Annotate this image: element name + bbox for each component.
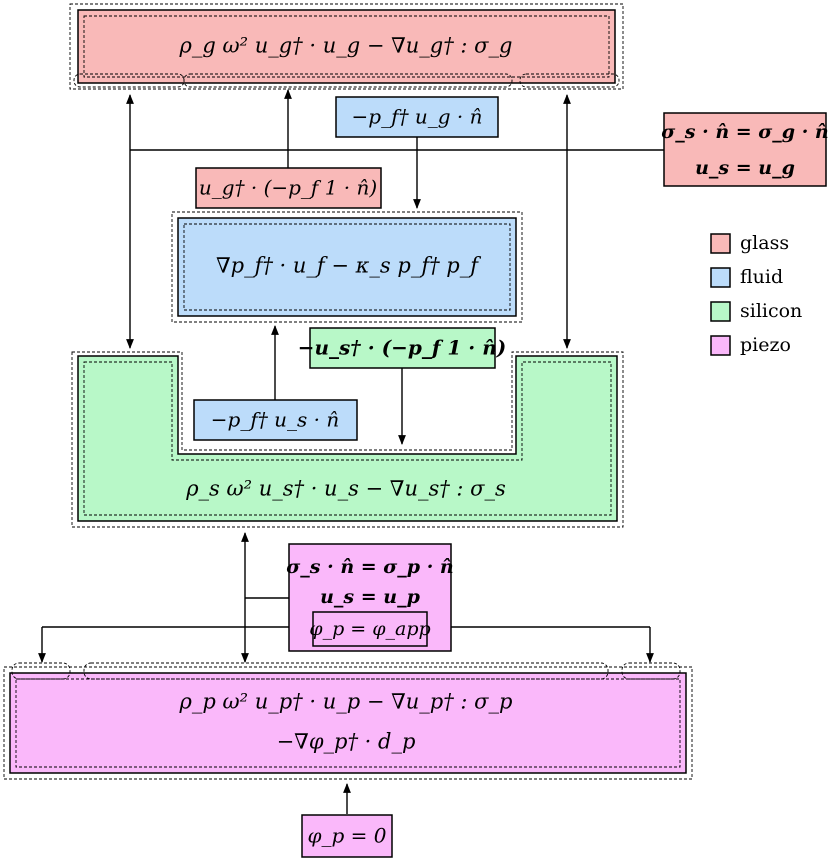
silicon-piezo-condition-line2: u_s = u_p <box>320 586 420 608</box>
glass-domain: ρ_g ω² u_g† · u_g − ∇u_g† : σ_g <box>69 3 624 90</box>
applied-potential-label: φ_p = φ_app <box>309 618 430 640</box>
silicon-traction-box: −u_s† · (−p_f 1 · n̂) <box>298 327 507 369</box>
silicon-piezo-condition-box: σ_s · n̂ = σ_p · n̂ u_s = u_p φ_p = φ_ap… <box>286 543 454 652</box>
fluid-to-silicon-label: −p_f† u_s · n̂ <box>211 408 339 432</box>
fluid-domain: ∇p_f† · u_f − κ_s p_f† p_f <box>171 211 523 323</box>
glass-domain-box <box>77 9 616 84</box>
legend-swatch-glass <box>710 233 731 254</box>
legend: glass fluid silicon piezo <box>710 232 802 356</box>
glass-traction-label: u_g† · (−p_f 1 · n̂) <box>199 176 377 200</box>
piezo-equation-line2: −∇φ_p† · d_p <box>277 730 416 754</box>
fluid-to-silicon-box: −p_f† u_s · n̂ <box>193 399 358 441</box>
glass-silicon-condition-box: σ_s · n̂ = σ_g · n̂ u_s = u_g <box>661 112 829 187</box>
glass-equation: ρ_g ω² u_g† · u_g − ∇u_g† : σ_g <box>179 34 513 58</box>
legend-label-glass: glass <box>740 232 789 254</box>
silicon-equation: ρ_s ω² u_s† · u_s − ∇u_s† : σ_s <box>185 477 506 501</box>
piezo-domain-box <box>9 672 687 774</box>
legend-label-piezo: piezo <box>740 334 791 356</box>
connectors <box>38 89 664 814</box>
piezo-equation-line1: ρ_p ω² u_p† · u_p − ∇u_p† : σ_p <box>179 690 513 714</box>
fluid-equation: ∇p_f† · u_f − κ_s p_f† p_f <box>216 254 481 278</box>
glass-traction-box: u_g† · (−p_f 1 · n̂) <box>195 167 382 209</box>
legend-swatch-piezo <box>710 335 731 356</box>
glass-silicon-condition-line2: u_s = u_g <box>695 157 795 179</box>
silicon-piezo-condition-line1: σ_s · n̂ = σ_p · n̂ <box>286 556 453 578</box>
glass-silicon-condition-line1: σ_s · n̂ = σ_g · n̂ <box>661 121 828 143</box>
legend-swatch-silicon <box>710 301 731 322</box>
fluid-to-glass-box: −p_f† u_g · n̂ <box>335 96 499 138</box>
ground-potential-box: φ_p = 0 <box>301 814 393 858</box>
legend-item-silicon: silicon <box>710 300 802 322</box>
legend-item-piezo: piezo <box>710 334 791 356</box>
ground-potential-label: φ_p = 0 <box>307 824 386 848</box>
silicon-domain: ρ_s ω² u_s† · u_s − ∇u_s† : σ_s <box>71 351 624 528</box>
legend-item-fluid: fluid <box>710 266 783 288</box>
legend-label-fluid: fluid <box>740 266 783 288</box>
silicon-domain-box <box>77 355 618 522</box>
legend-item-glass: glass <box>710 232 789 254</box>
legend-swatch-fluid <box>710 267 731 288</box>
legend-label-silicon: silicon <box>740 300 802 322</box>
fluid-to-glass-label: −p_f† u_g · n̂ <box>352 105 483 129</box>
fluid-domain-box <box>177 217 517 317</box>
silicon-traction-label: −u_s† · (−p_f 1 · n̂) <box>298 336 507 360</box>
piezo-domain: ρ_p ω² u_p† · u_p − ∇u_p† : σ_p −∇φ_p† ·… <box>3 662 693 780</box>
